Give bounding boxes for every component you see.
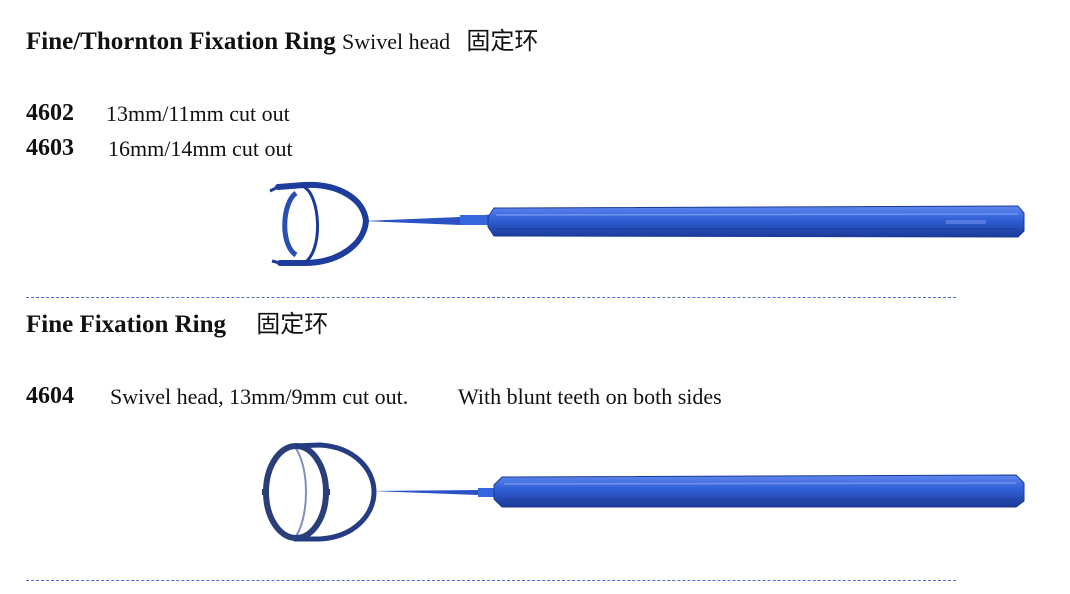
section1-title-bold: Fine/Thornton Fixation Ring xyxy=(26,28,336,55)
item-desc-4604: Swivel head, 13mm/9mm cut out. xyxy=(110,384,409,409)
item-desc-4602: 13mm/11mm cut out xyxy=(106,101,290,126)
section1-title-sub: Swivel head xyxy=(342,29,451,54)
section2-title-cjk: 固定环 xyxy=(256,310,329,338)
section2-title-bold: Fine Fixation Ring xyxy=(26,311,227,338)
section1-title-cjk: 固定环 xyxy=(466,27,539,55)
item-desc-4603: 16mm/14mm cut out xyxy=(108,136,293,161)
section2-title: Fine Fixation Ring 固定环 xyxy=(26,309,328,340)
fine-fixation-ring-instrument-image xyxy=(262,442,1025,542)
fixation-ring-instrument-image xyxy=(269,181,1025,266)
section-divider-1 xyxy=(26,297,956,298)
item-code-4603: 4603 xyxy=(26,135,74,161)
item-code-4604: 4604 xyxy=(26,383,74,409)
item-code-4602: 4602 xyxy=(26,100,74,126)
item-note-4604: With blunt teeth on both sides xyxy=(458,384,722,409)
section-divider-2 xyxy=(26,580,956,581)
section1-title: Fine/Thornton Fixation Ring Swivel head … xyxy=(26,26,538,57)
